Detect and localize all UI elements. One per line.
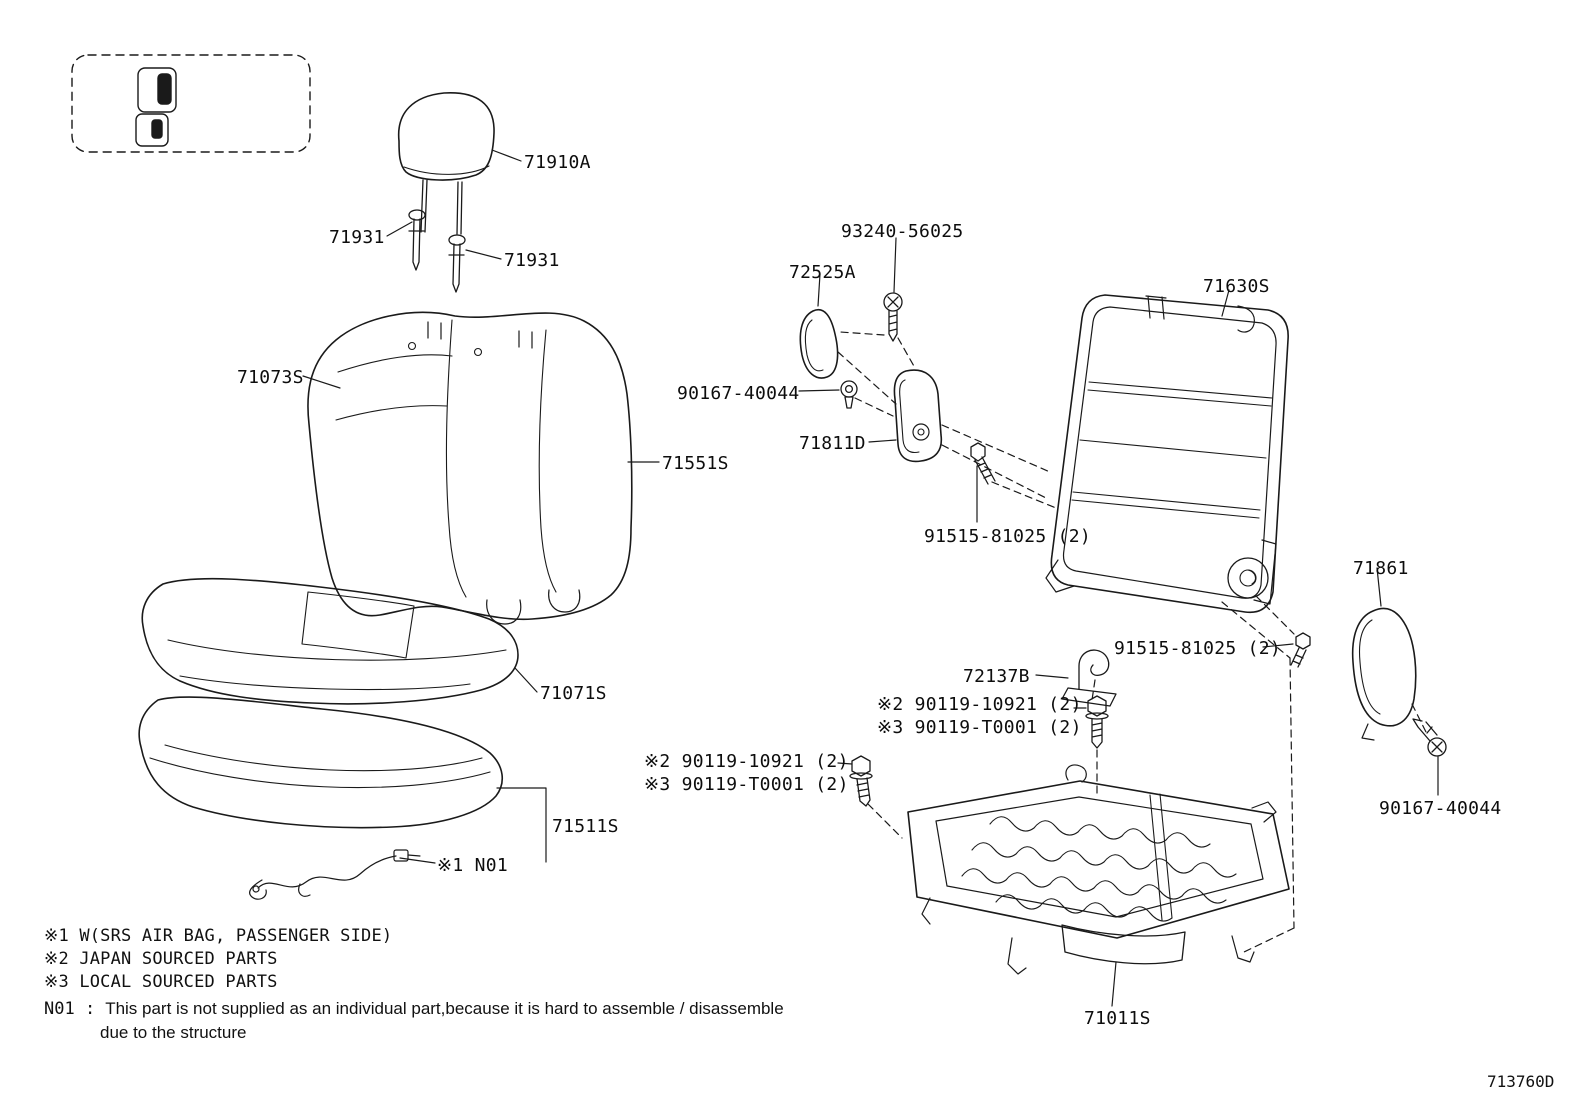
part-label: ※2 90119-10921 (2) [644,751,849,772]
seat-back-frame-drawing [1045,294,1289,614]
leader-lines [302,149,1439,1007]
bolt-91515-lower-drawing [1290,632,1311,668]
part-label: 90167-40044 [677,383,800,404]
screw-93240-drawing [883,292,903,342]
part-label: 93240-56025 [841,221,964,242]
part-label: 91515-81025 (2) [924,526,1092,547]
part-label: 71931 [329,227,385,248]
part-label: 91515-81025 (2) [1114,638,1282,659]
part-label: 71511S [552,816,619,837]
part-label: ※3 90119-T0001 (2) [877,717,1082,738]
assembly-dashed-lines [837,331,1429,953]
part-label: 71073S [237,367,304,388]
part-label: 71071S [540,683,607,704]
part-label: 71011S [1084,1008,1151,1029]
part-label: 72525A [789,262,856,283]
headrest-support-drawings [408,209,466,293]
cover-71861-drawing [1351,607,1417,741]
part-label: ※1 N01 [437,855,509,876]
wiring-harness-drawing [249,849,421,900]
seat-cushion-drawing [141,577,519,705]
part-label: 90167-40044 [1379,798,1502,819]
seat-frame-drawing [907,764,1290,975]
part-label: 72137B [963,666,1030,687]
footnote-srs-airbag: ※1 W(SRS AIR BAG, PASSENGER SIDE) [44,926,393,946]
part-label: 71931 [504,250,560,271]
part-label: 71811D [799,433,866,454]
seat-position-legend-icon [71,54,311,153]
note-n01-label: N01 : [44,999,96,1019]
hinge-cover-71811D-drawing [893,369,943,463]
part-label: ※3 90119-T0001 (2) [644,774,849,795]
part-label: 71551S [662,453,729,474]
part-label: ※2 90119-10921 (2) [877,694,1082,715]
bolt-90119-right-drawing [1085,695,1109,749]
note-n01-text: This part is not supplied as an individu… [105,999,784,1018]
hook-72137B-drawing [1061,649,1117,707]
seat-back-drawing [307,311,633,625]
part-label: 71630S [1203,276,1270,297]
clip-90167-upper-drawing [840,380,858,409]
note-n01-line1: N01 : This part is not supplied as an ind… [44,999,784,1019]
headrest-drawing [397,92,495,235]
part-label: 71910A [524,152,591,173]
lower-cushion-drawing [138,696,503,829]
screw-90167-lower-drawing [1412,718,1447,757]
bolt-91515-upper-drawing [970,442,996,485]
note-n01-line2: due to the structure [100,1023,247,1042]
footnote-local-sourced: ※3 LOCAL SOURCED PARTS [44,972,278,992]
bolt-90119-left-drawing [849,755,873,807]
cover-72525A-drawing [799,309,839,379]
part-label: 71861 [1353,558,1409,579]
drawing-code: 713760D [1487,1072,1555,1091]
footnote-japan-sourced: ※2 JAPAN SOURCED PARTS [44,949,278,969]
